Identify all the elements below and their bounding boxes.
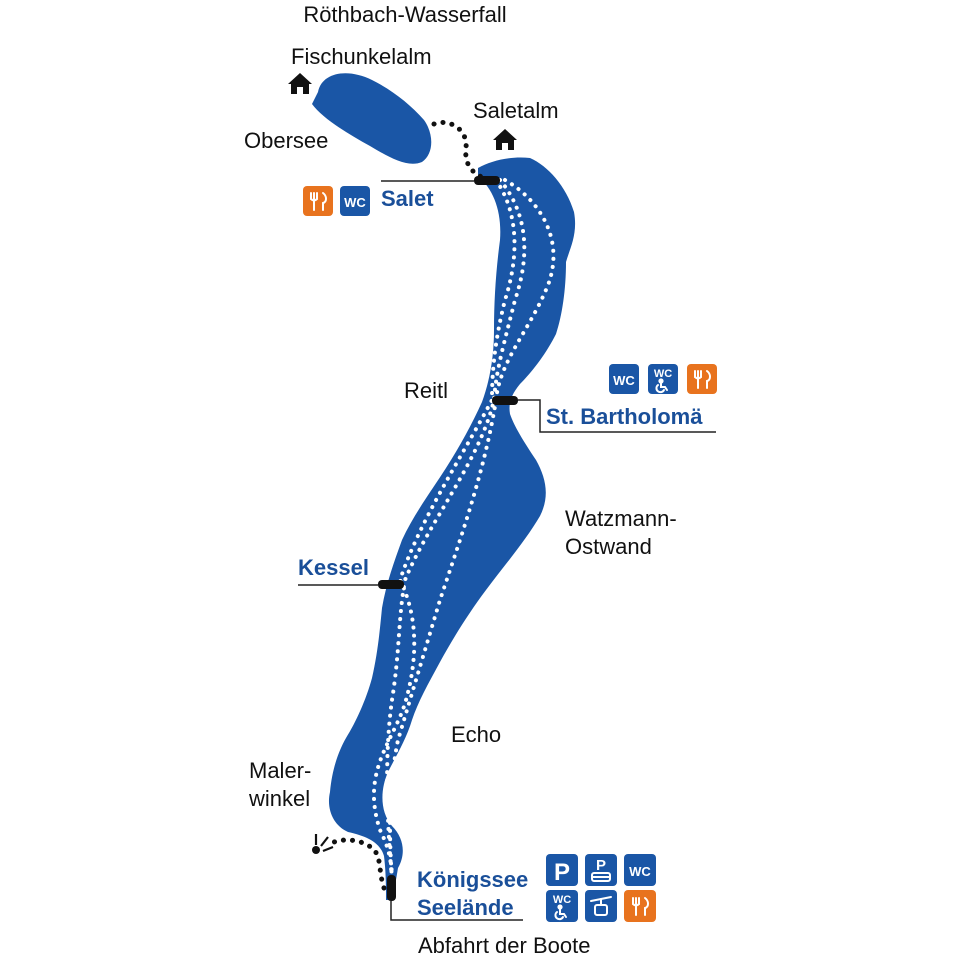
svg-text:WC: WC [654,368,672,380]
svg-text:WC: WC [344,195,366,210]
restaurant-badge [687,364,717,394]
stop-bartholoma[interactable]: St. Bartholomä [546,404,703,429]
hut-icon [493,129,517,150]
accessible-wc-badge: WC [546,890,578,922]
pier-kessel [378,580,404,589]
accessible-wc-icon [554,904,567,921]
label-watzmann-1: Watzmann- [565,506,677,531]
stop-salet[interactable]: Salet [381,186,434,211]
accessible-wc-badge: WC [648,364,678,394]
bus-parking-icon [591,872,611,882]
viewpoint-icon [312,834,334,854]
label-saletalm: Saletalm [473,98,559,123]
pier-koenigssee [387,875,396,901]
stop-koenigssee-2[interactable]: Seelände [417,895,514,920]
cable-car-icon [590,896,612,916]
obersee-lake [312,73,432,164]
stop-koenigssee-1[interactable]: Königssee [417,867,528,892]
pier-salet [474,176,500,185]
ferry-route-east [388,178,556,882]
leader-koenigssee [390,901,523,921]
bus-parking-badge: P [585,854,617,886]
restaurant-icon [632,897,649,916]
restaurant-icon [310,192,327,211]
trail-obersee-salet [431,120,487,181]
restaurant-badge [303,186,333,216]
stop-kessel[interactable]: Kessel [298,555,369,580]
label-echo: Echo [451,722,501,747]
wc-badge: WC [624,854,656,886]
ferry-route-middle [385,178,527,882]
leader-bartholoma [518,399,716,433]
label-fischunkelalm: Fischunkelalm [291,44,432,69]
accessible-wc-icon [655,378,668,394]
koenigssee-lake [328,157,576,900]
parking-badge: P [546,854,578,886]
svg-text:WC: WC [629,864,651,879]
label-malerwinkel-2: winkel [248,786,310,811]
cable-car-badge [585,890,617,922]
svg-text:WC: WC [553,894,571,906]
trail-malerwinkel [331,837,387,891]
restaurant-badge [624,890,656,922]
label-rothbach-wasserfall: Röthbach-Wasserfall [303,2,506,27]
svg-text:P: P [554,859,570,886]
svg-text:P: P [596,857,606,874]
label-malerwinkel-1: Maler- [249,758,311,783]
pier-bartholoma [492,396,518,405]
label-watzmann-2: Ostwand [565,534,652,559]
label-abfahrt: Abfahrt der Boote [418,933,590,958]
hut-icon [288,73,312,94]
wc-badge: WC [609,364,639,394]
restaurant-icon [694,370,711,389]
label-obersee: Obersee [244,128,328,153]
label-reitl: Reitl [404,378,448,403]
wc-badge: WC [340,186,370,216]
svg-text:WC: WC [613,373,635,388]
